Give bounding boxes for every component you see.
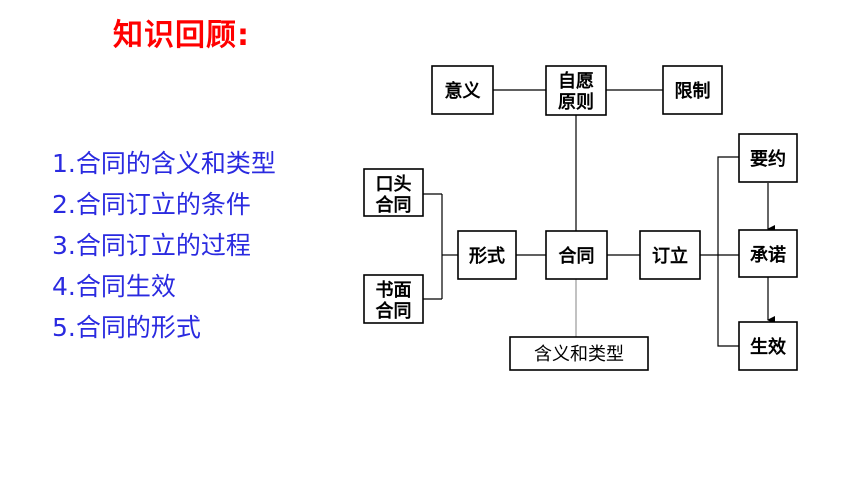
- node-offer-label: 要约: [750, 148, 786, 170]
- node-meaning-label: 意义: [445, 80, 481, 102]
- node-oral-contract: 口头 合同: [363, 168, 424, 217]
- node-restriction: 限制: [662, 65, 723, 115]
- outline-item: 4.合同生效: [52, 272, 176, 301]
- node-form: 形式: [457, 230, 517, 280]
- outline-list: 1.合同的含义和类型 2.合同订立的条件 3.合同订立的过程 4.合同生效 5.…: [52, 143, 276, 348]
- node-effect: 生效: [738, 321, 798, 371]
- node-acceptance: 承诺: [738, 229, 798, 278]
- node-written-label-line2: 合同: [376, 300, 412, 322]
- node-conclude: 订立: [639, 230, 701, 280]
- node-contract-label: 合同: [559, 245, 595, 267]
- node-oral-label-line1: 口头: [376, 174, 412, 195]
- node-written-contract: 书面 合同: [363, 274, 424, 324]
- node-restriction-label: 限制: [675, 81, 711, 102]
- connector-branch-bracket: [717, 156, 739, 347]
- node-voluntary-label-line1: 自愿: [558, 70, 594, 92]
- node-form-label: 形式: [469, 245, 505, 267]
- outline-item: 3.合同订立的过程: [52, 231, 251, 260]
- node-written-label-line1: 书面: [376, 280, 412, 301]
- node-effect-label: 生效: [750, 336, 787, 358]
- outline-item: 1.合同的含义和类型: [52, 149, 276, 178]
- node-meaning: 意义: [431, 65, 494, 115]
- outline-item: 2.合同订立的条件: [52, 190, 251, 219]
- outline-item: 5.合同的形式: [52, 313, 201, 342]
- page-title: 知识回顾:: [113, 18, 250, 53]
- node-oral-label-line2: 合同: [376, 194, 412, 216]
- node-meaning-and-types: 含义和类型: [509, 336, 649, 371]
- node-contract: 合同: [545, 230, 608, 280]
- node-voluntary-label-line2: 原则: [558, 91, 594, 113]
- node-conclude-label: 订立: [652, 245, 688, 267]
- node-meaning-types-label: 含义和类型: [534, 344, 624, 365]
- node-voluntary-principle: 自愿 原则: [545, 65, 607, 116]
- node-acceptance-label: 承诺: [750, 244, 786, 266]
- node-offer: 要约: [738, 133, 798, 183]
